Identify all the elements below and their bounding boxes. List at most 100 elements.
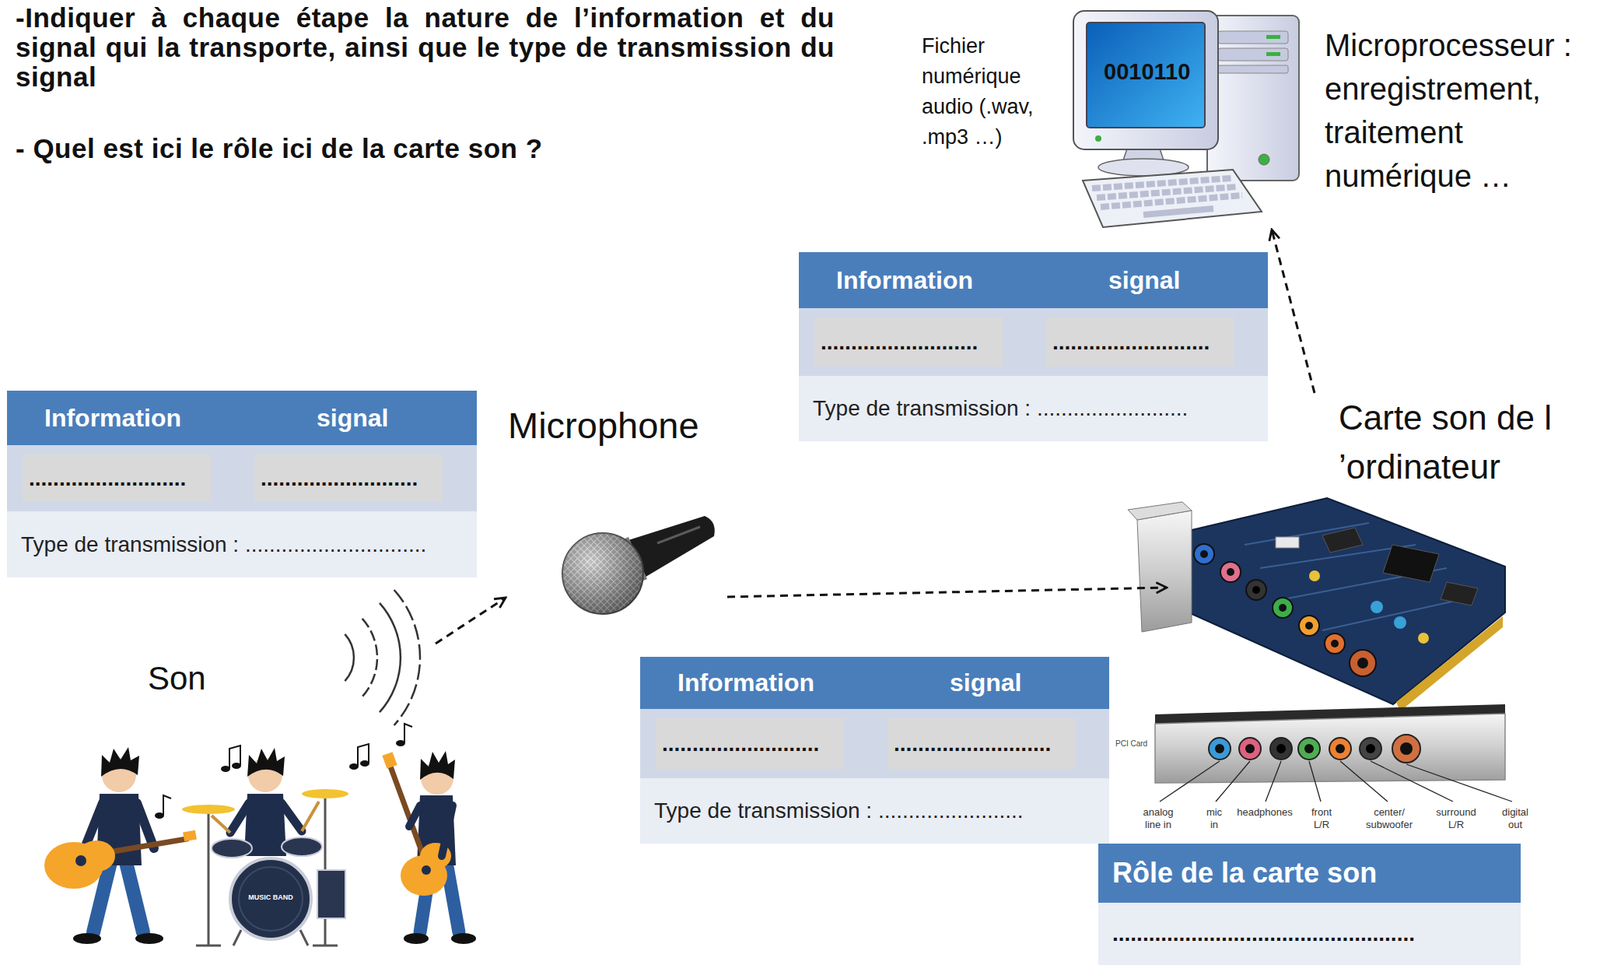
sound-card: Carte son de l ’ordinateur bbox=[1166, 392, 1591, 837]
sound-card-bracket bbox=[1159, 760, 1513, 802]
band-illustration bbox=[211, 838, 253, 858]
sound-card-illustration bbox=[1393, 616, 1407, 629]
table-row: ........................................… bbox=[798, 308, 1268, 376]
question-text: - Quel est ici le rôle ici de la carte s… bbox=[15, 133, 872, 164]
sound-card-bracket bbox=[1304, 743, 1314, 753]
label-holder: headphones bbox=[1233, 805, 1296, 819]
microphone-illustration bbox=[657, 526, 701, 543]
answer-body: ........................................… bbox=[1098, 902, 1521, 965]
label-holder: - Quel est ici le rôle ici de la carte s… bbox=[15, 133, 872, 164]
table-row: ........................................… bbox=[640, 708, 1110, 778]
sound-card-bracket bbox=[1239, 737, 1261, 760]
transmission-prompt: Type de transmission : .................… bbox=[654, 798, 1024, 823]
answer-box: Rôle de la carte son....................… bbox=[1098, 843, 1521, 965]
sound-card-illustration bbox=[1278, 603, 1287, 612]
table-row: ........................................… bbox=[7, 444, 477, 512]
sound-card-illustration bbox=[1370, 600, 1383, 613]
text-holder: Microphone bbox=[507, 404, 700, 447]
band-illustration bbox=[409, 805, 453, 856]
blank-dots: .......................... bbox=[28, 465, 186, 491]
band-illustration bbox=[390, 766, 427, 864]
band-illustration bbox=[182, 829, 197, 842]
transmission-cell: Type de transmission : .................… bbox=[654, 777, 1100, 844]
answer-field: .......................... bbox=[1046, 317, 1235, 367]
computer-illustration bbox=[1092, 178, 1243, 207]
blank-dots: .......................... bbox=[820, 329, 978, 355]
band-illustration bbox=[301, 788, 349, 799]
table-row: Type de transmission : .................… bbox=[7, 511, 477, 578]
computer-illustration bbox=[1218, 65, 1289, 74]
microphone: Microphone bbox=[505, 404, 728, 623]
computer-illustration bbox=[1095, 135, 1102, 142]
band-illustration bbox=[154, 723, 413, 819]
band-illustration bbox=[420, 750, 456, 780]
band-illustration bbox=[230, 857, 312, 939]
computer-illustration bbox=[1218, 48, 1289, 61]
sound-card-illustration bbox=[1305, 621, 1313, 630]
band-illustration bbox=[238, 866, 303, 931]
table-header: Informationsignal bbox=[640, 656, 1110, 709]
port-label: surround L/R bbox=[1432, 805, 1480, 831]
sound-card-bracket bbox=[1214, 743, 1225, 753]
sound-card-bracket bbox=[1245, 743, 1255, 753]
band-illustration bbox=[403, 932, 429, 944]
sound-source: Son bbox=[40, 591, 436, 953]
text-holder: Carte son de l ’ordinateur bbox=[1338, 392, 1553, 491]
header-cell: Information bbox=[677, 656, 944, 709]
port-label: digital out bbox=[1494, 805, 1536, 831]
node-label: Son bbox=[147, 659, 207, 697]
label-holder: front L/R bbox=[1305, 805, 1338, 831]
band-illustration bbox=[101, 746, 140, 777]
processor-caption: Microprocesseur : enregistrement, traite… bbox=[1324, 23, 1590, 198]
microphone-illustration bbox=[562, 532, 644, 614]
band-illustration bbox=[75, 854, 87, 866]
text-holder: 0010110 bbox=[1103, 59, 1191, 85]
band-illustration bbox=[247, 747, 285, 777]
band-illustration bbox=[211, 801, 319, 833]
transmission-prompt: Type de transmission : .................… bbox=[812, 395, 1188, 421]
band-illustration bbox=[421, 864, 431, 875]
column-heading: signal bbox=[949, 668, 1022, 697]
sound-card-bracket bbox=[1365, 743, 1376, 753]
header-cell: signal bbox=[1108, 252, 1262, 309]
band-illustration bbox=[451, 932, 477, 944]
sound-card-illustration bbox=[1417, 632, 1429, 644]
sound-card-illustration bbox=[1127, 497, 1506, 711]
header-cell: signal bbox=[949, 656, 1103, 709]
computer-illustration bbox=[1086, 22, 1205, 128]
drum-logo: MUSIC BAND bbox=[243, 892, 298, 901]
computer-illustration bbox=[1258, 154, 1270, 165]
info-table: Informationsignal.......................… bbox=[640, 656, 1110, 844]
sound-card-illustration bbox=[1357, 657, 1369, 669]
band-illustration bbox=[182, 804, 235, 814]
blank-dots: .......................... bbox=[260, 465, 418, 491]
sound-card-illustration bbox=[1382, 544, 1439, 582]
label-holder: PCI Card bbox=[1115, 738, 1153, 749]
sound-waves bbox=[394, 589, 421, 725]
band-illustration bbox=[135, 932, 164, 944]
port-label: analog line in bbox=[1137, 805, 1179, 831]
computer-illustration bbox=[1143, 208, 1214, 215]
sound-waves bbox=[344, 633, 354, 681]
microphone-illustration bbox=[562, 515, 715, 614]
sound-card-bracket bbox=[1276, 743, 1286, 753]
answer-header: Rôle de la carte son bbox=[1098, 843, 1521, 903]
port-label: mic in bbox=[1201, 805, 1227, 831]
computer-illustration bbox=[1073, 10, 1299, 228]
sound-waves bbox=[344, 589, 421, 725]
label-holder: digital out bbox=[1494, 805, 1536, 831]
blank-dots: ........................................… bbox=[1112, 920, 1415, 946]
column-heading: Information bbox=[836, 266, 974, 295]
answer-field: .......................... bbox=[254, 454, 443, 502]
answer-field: .......................... bbox=[22, 454, 211, 502]
band-illustration bbox=[404, 723, 413, 743]
instruction-text: -Indiquer à chaque étape la nature de l’… bbox=[15, 3, 835, 92]
label-holder: Microprocesseur : enregistrement, traite… bbox=[1324, 23, 1590, 198]
computer: 0010110 bbox=[1069, 7, 1302, 230]
sound-card-illustration bbox=[1246, 579, 1267, 600]
file-caption: Fichier numérique audio (.wav, .mp3 …) bbox=[921, 31, 1062, 153]
port-label: headphones bbox=[1233, 805, 1296, 819]
label-holder: MUSIC BAND bbox=[243, 892, 298, 901]
node-label: Microphone bbox=[507, 404, 700, 447]
